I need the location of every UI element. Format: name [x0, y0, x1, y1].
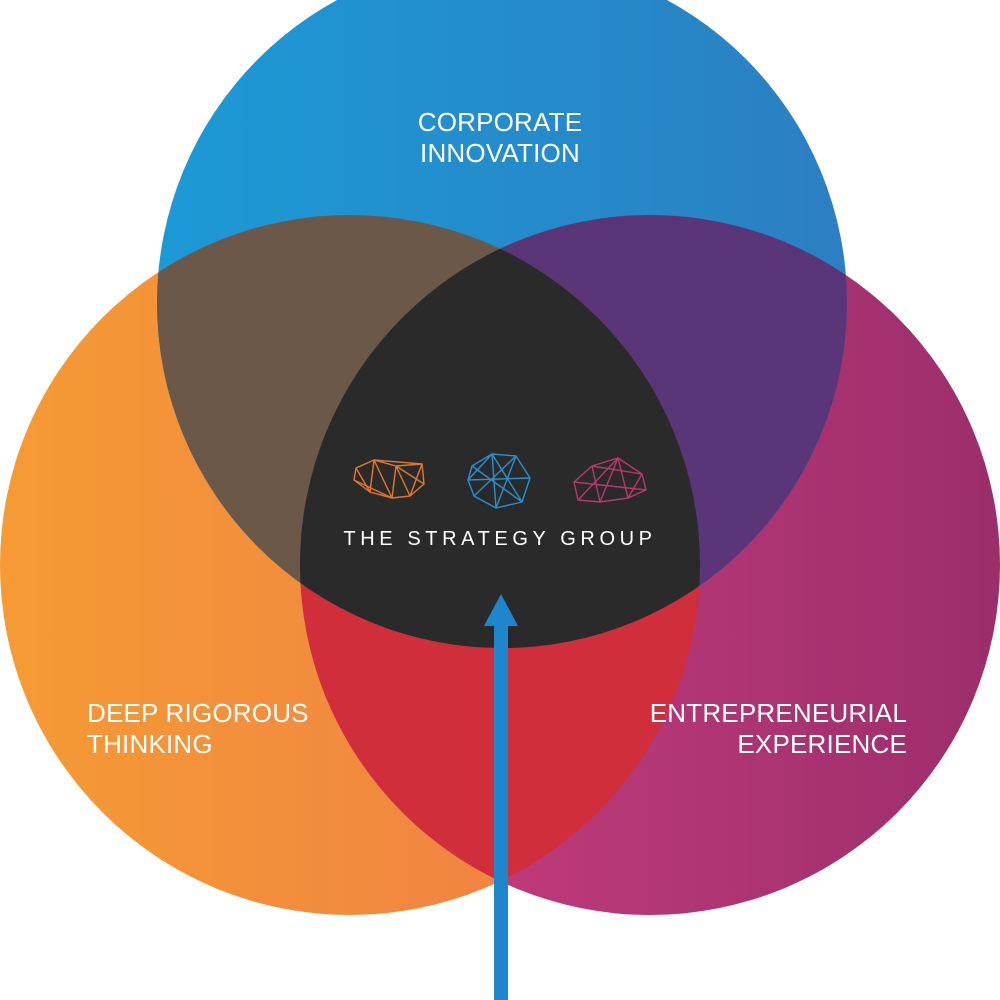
label-line: ENTREPRENEURIAL: [649, 698, 907, 728]
pointer-arrow: [484, 594, 518, 1000]
label-line: EXPERIENCE: [737, 729, 907, 759]
magenta-gem-icon: [573, 457, 647, 503]
orange-gem-icon: [353, 459, 425, 499]
overlap-center: [300, 215, 700, 648]
label-corporate-innovation: CORPORATE INNOVATION: [340, 107, 660, 169]
center-brand-label: THE STRATEGY GROUP: [343, 528, 657, 550]
label-entrepreneurial-experience: ENTREPRENEURIAL EXPERIENCE: [650, 698, 907, 760]
label-deep-rigorous-thinking: DEEP RIGOROUS THINKING: [87, 698, 309, 760]
label-line: DEEP RIGOROUS: [87, 698, 309, 728]
label-line: CORPORATE: [417, 107, 583, 137]
label-line: INNOVATION: [420, 138, 580, 168]
label-line: THINKING: [87, 729, 213, 759]
blue-gem-icon: [467, 453, 531, 509]
